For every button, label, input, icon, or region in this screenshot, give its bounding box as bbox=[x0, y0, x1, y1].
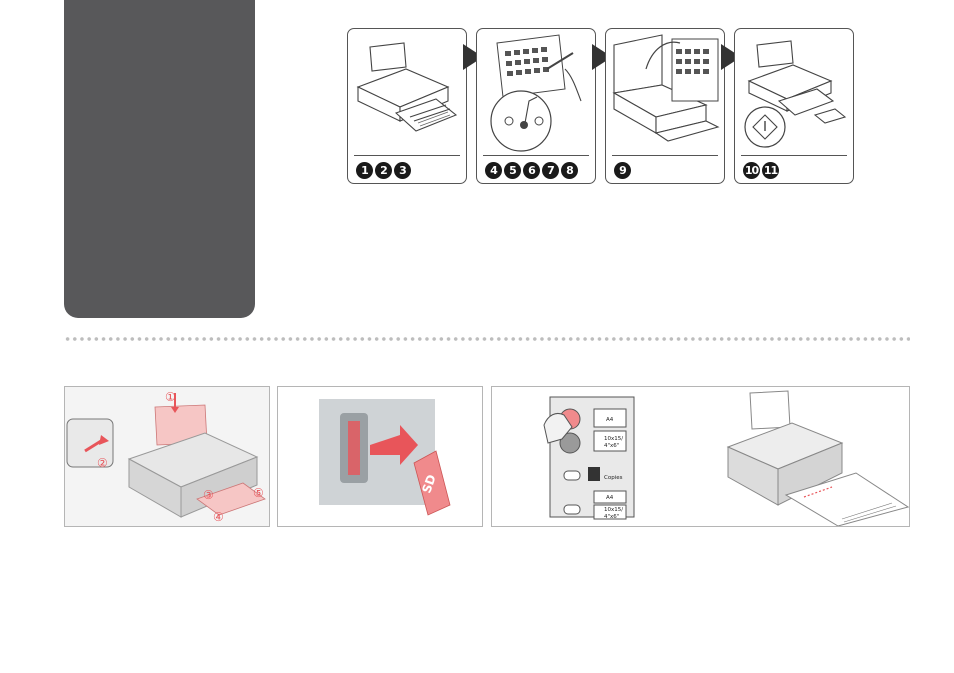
section-divider bbox=[64, 336, 910, 342]
callout-3: ③ bbox=[203, 488, 214, 502]
photo-insert-card: SD bbox=[277, 386, 483, 527]
panel-label-a4-bottom: A4 bbox=[606, 495, 614, 501]
panel-label-photo-top-2: 4"x6" bbox=[604, 443, 619, 449]
step-number-badge: 7 bbox=[542, 162, 559, 179]
step-divider bbox=[612, 155, 718, 156]
step-divider bbox=[741, 155, 847, 156]
step-divider bbox=[483, 155, 589, 156]
step-divider bbox=[354, 155, 460, 156]
step-panel-start-print: 10 11 bbox=[734, 28, 854, 184]
step-number-badge: 11 bbox=[762, 162, 779, 179]
control-panel-photo: A4 10x15/ 4"x6" Copies A4 10x15/ 4"x6" bbox=[492, 387, 909, 526]
step-badges: 10 11 bbox=[743, 162, 779, 179]
step-number-badge: 4 bbox=[485, 162, 502, 179]
step-number-badge: 3 bbox=[394, 162, 411, 179]
callout-5: ⑤ bbox=[253, 486, 264, 500]
photo-load-paper: ① ② ③ ④ ⑤ bbox=[64, 386, 270, 527]
insert-card-photo: SD bbox=[278, 387, 482, 526]
step-number-badge: 10 bbox=[743, 162, 760, 179]
step-number-badge: 2 bbox=[375, 162, 392, 179]
panel-label-photo-bottom-1: 10x15/ bbox=[604, 507, 623, 513]
step-panel-scan-sheet: 9 bbox=[605, 28, 725, 184]
callout-4: ④ bbox=[213, 510, 224, 524]
photo-control-panel: A4 10x15/ 4"x6" Copies A4 10x15/ 4"x6" bbox=[491, 386, 910, 527]
printer-load-paper-illustration bbox=[348, 29, 466, 155]
step-badges: 1 2 3 bbox=[356, 162, 411, 179]
step-number-badge: 1 bbox=[356, 162, 373, 179]
step-badges: 9 bbox=[614, 162, 631, 179]
step-panel-fill-sheet: 4 5 6 7 8 bbox=[476, 28, 596, 184]
step-number-badge: 6 bbox=[523, 162, 540, 179]
fill-index-sheet-illustration bbox=[477, 29, 595, 155]
panel-label-photo-bottom-2: 4"x6" bbox=[604, 514, 619, 520]
panel-label-photo-top-1: 10x15/ bbox=[604, 436, 623, 442]
step-number-badge: 8 bbox=[561, 162, 578, 179]
callout-1: ① bbox=[165, 390, 176, 404]
callout-2: ② bbox=[97, 456, 108, 470]
step-number-badge: 9 bbox=[614, 162, 631, 179]
step-panel-load-paper: 1 2 3 bbox=[347, 28, 467, 184]
load-paper-photo: ① ② ③ ④ ⑤ bbox=[65, 387, 269, 526]
start-print-illustration bbox=[735, 29, 853, 155]
section-tab bbox=[64, 0, 255, 318]
step-badges: 4 5 6 7 8 bbox=[485, 162, 578, 179]
panel-label-a4-top: A4 bbox=[606, 417, 614, 423]
scan-index-sheet-illustration bbox=[606, 29, 724, 155]
step-number-badge: 5 bbox=[504, 162, 521, 179]
panel-label-copies: Copies bbox=[604, 475, 623, 481]
